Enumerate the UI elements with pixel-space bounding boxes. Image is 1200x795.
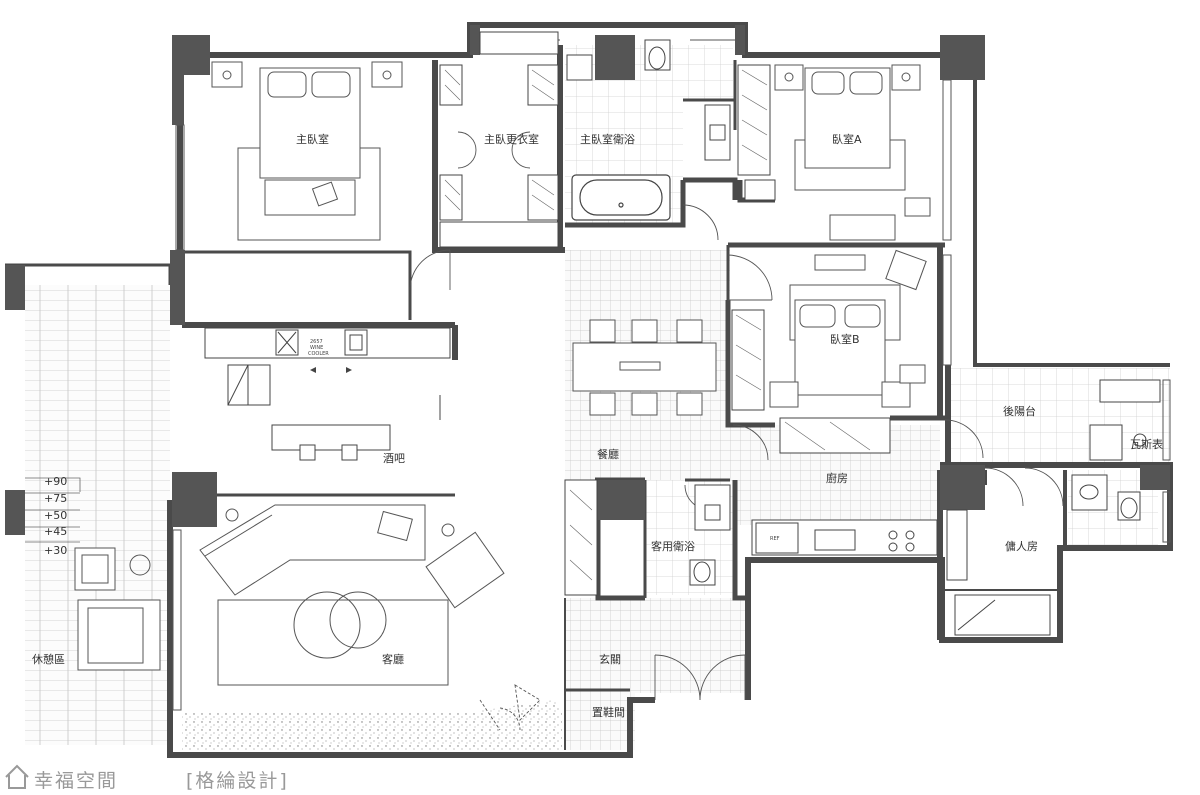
fridge-label: REF <box>770 536 780 542</box>
lounge-furniture <box>74 547 161 671</box>
kitchen-counter <box>751 519 938 556</box>
label-kitchen: 廚房 <box>826 471 848 485</box>
label-bedroom-a: 臥室A <box>832 132 862 146</box>
label-guest-bath: 客用衛浴 <box>651 539 695 553</box>
bar-counter <box>204 327 451 461</box>
floor-levels: +90 +75 +50 +45 +30 <box>44 475 67 557</box>
watermark-brand: 幸福空間 <box>34 770 118 792</box>
bed-b <box>769 249 927 408</box>
doors <box>409 131 1064 731</box>
closet-hatching <box>444 69 871 581</box>
level-mark: +75 <box>44 492 67 505</box>
label-bar: 酒吧 <box>383 452 405 465</box>
closets <box>439 31 968 596</box>
label-maid-room: 傭人房 <box>1005 539 1038 553</box>
planter-strip-2 <box>472 700 562 750</box>
dining-table <box>572 319 717 416</box>
maid-fixtures <box>954 379 1161 636</box>
wine-cooler-label-3: COOLER <box>308 351 329 357</box>
label-gas-meter: 瓦斯表 <box>1130 437 1163 451</box>
watermark: 幸福空間 [格綸設計] <box>5 764 289 792</box>
label-master-closet: 主臥更衣室 <box>484 132 539 146</box>
level-mark: +50 <box>44 509 67 522</box>
foyer-tile-2 <box>565 690 635 750</box>
label-living: 客廳 <box>382 652 404 666</box>
room-labels: 主臥室 主臥更衣室 主臥室衛浴 臥室A 臥室B 後陽台 瓦斯表 酒吧 餐廳 廚房… <box>32 132 1163 719</box>
label-master-bath: 主臥室衛浴 <box>580 132 635 146</box>
label-master-bedroom: 主臥室 <box>296 132 329 146</box>
label-bedroom-b: 臥室B <box>830 332 860 346</box>
level-mark: +90 <box>44 475 67 488</box>
planter-strip <box>182 712 472 750</box>
bathtub <box>571 174 671 221</box>
master-bath-tile-2 <box>683 45 733 100</box>
wine-cooler-label-1: 2657 <box>310 339 323 345</box>
bed-a <box>774 64 931 241</box>
watermark-designer: [格綸設計] <box>186 770 289 792</box>
label-foyer: 玄關 <box>599 652 621 666</box>
house-logo-icon <box>5 764 29 789</box>
master-bath-fixtures <box>566 39 731 161</box>
structural-columns <box>5 25 1170 535</box>
level-mark: +30 <box>44 544 67 557</box>
guest-bath-fixtures <box>689 484 731 586</box>
label-dining: 餐廳 <box>597 447 619 461</box>
wine-cooler-label-2: WINE <box>310 345 323 351</box>
level-steps <box>25 477 81 543</box>
level-mark: +45 <box>44 525 67 538</box>
bar-arrows <box>310 367 352 373</box>
bed-master <box>211 61 403 241</box>
living-furniture <box>199 504 505 686</box>
label-lounge: 休憩區 <box>32 652 65 666</box>
label-shoe-closet: 置鞋間 <box>592 705 625 719</box>
label-rear-balcony: 後陽台 <box>1003 404 1036 418</box>
